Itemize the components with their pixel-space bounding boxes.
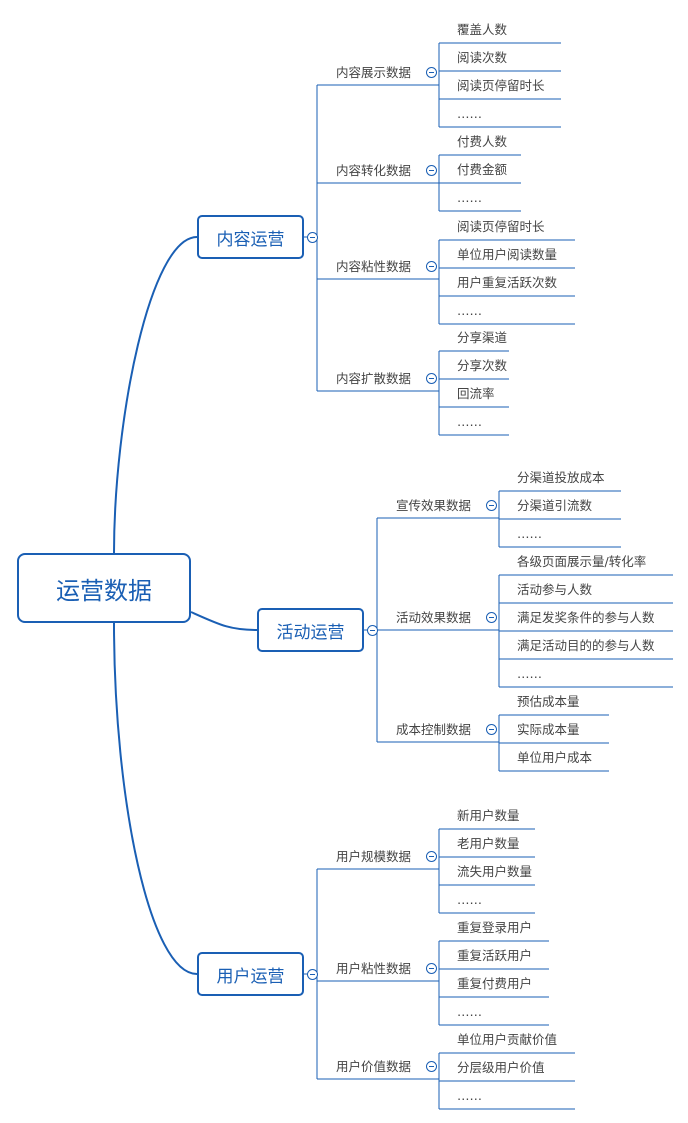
group-collapse-icon[interactable] — [486, 500, 497, 511]
group-collapse-icon[interactable] — [426, 373, 437, 384]
leaf-item[interactable]: 阅读次数 — [457, 50, 508, 65]
leaf-item[interactable]: …… — [457, 1004, 482, 1019]
leaf-item[interactable]: 用户重复活跃次数 — [457, 275, 558, 290]
connector-line — [190, 611, 258, 631]
leaf-item[interactable]: 分渠道投放成本 — [517, 470, 605, 485]
leaf-item[interactable]: 付费人数 — [457, 134, 508, 149]
branch-node[interactable]: 内容运营 — [197, 215, 304, 259]
connector-line — [113, 622, 198, 975]
group-label[interactable]: 用户价值数据 — [336, 1059, 412, 1074]
branch-collapse-icon[interactable] — [367, 625, 378, 636]
group-label[interactable]: 活动效果数据 — [396, 610, 472, 625]
group-label[interactable]: 内容转化数据 — [336, 163, 412, 178]
leaf-item[interactable]: 预估成本量 — [517, 694, 580, 709]
group-label[interactable]: 内容粘性数据 — [336, 259, 412, 274]
leaf-item[interactable]: …… — [517, 666, 542, 681]
leaf-item[interactable]: 单位用户成本 — [517, 750, 593, 765]
group-label[interactable]: 用户规模数据 — [336, 849, 412, 864]
leaf-item[interactable]: 付费金额 — [457, 162, 508, 177]
group-label[interactable]: 用户粘性数据 — [336, 961, 412, 976]
leaf-item[interactable]: …… — [457, 892, 482, 907]
connector-line — [113, 236, 198, 554]
leaf-item[interactable]: 老用户数量 — [457, 836, 520, 851]
leaf-item[interactable]: 各级页面展示量/转化率 — [517, 554, 647, 569]
leaf-item[interactable]: 阅读页停留时长 — [457, 219, 545, 234]
group-collapse-icon[interactable] — [426, 165, 437, 176]
leaf-item[interactable]: 单位用户贡献价值 — [457, 1032, 558, 1047]
leaf-item[interactable]: 实际成本量 — [517, 722, 580, 737]
leaf-item[interactable]: …… — [457, 303, 482, 318]
group-label[interactable]: 内容展示数据 — [336, 65, 412, 80]
group-collapse-icon[interactable] — [426, 851, 437, 862]
leaf-item[interactable]: 重复付费用户 — [457, 976, 533, 991]
branch-collapse-icon[interactable] — [307, 232, 318, 243]
group-collapse-icon[interactable] — [426, 1061, 437, 1072]
branch-collapse-icon[interactable] — [307, 969, 318, 980]
leaf-item[interactable]: 回流率 — [457, 386, 495, 401]
group-collapse-icon[interactable] — [486, 612, 497, 623]
root-node[interactable]: 运营数据 — [17, 553, 191, 623]
group-label[interactable]: 成本控制数据 — [396, 722, 472, 737]
leaf-item[interactable]: 满足发奖条件的参与人数 — [517, 610, 655, 625]
leaf-item[interactable]: 阅读页停留时长 — [457, 78, 545, 93]
group-label[interactable]: 内容扩散数据 — [336, 371, 412, 386]
leaf-item[interactable]: …… — [517, 526, 542, 541]
leaf-item[interactable]: 重复活跃用户 — [457, 948, 533, 963]
leaf-item[interactable]: 覆盖人数 — [457, 22, 508, 37]
leaf-item[interactable]: …… — [457, 1088, 482, 1103]
leaf-item[interactable]: 重复登录用户 — [457, 920, 533, 935]
group-collapse-icon[interactable] — [486, 724, 497, 735]
leaf-item[interactable]: 单位用户阅读数量 — [457, 247, 558, 262]
group-collapse-icon[interactable] — [426, 261, 437, 272]
leaf-item[interactable]: …… — [457, 190, 482, 205]
branch-node[interactable]: 用户运营 — [197, 952, 304, 996]
leaf-item[interactable]: …… — [457, 106, 482, 121]
group-collapse-icon[interactable] — [426, 67, 437, 78]
leaf-item[interactable]: 新用户数量 — [457, 808, 520, 823]
leaf-item[interactable]: 分享次数 — [457, 358, 508, 373]
group-label[interactable]: 宣传效果数据 — [396, 498, 472, 513]
leaf-item[interactable]: 分层级用户价值 — [457, 1060, 545, 1075]
leaf-item[interactable]: 满足活动目的的参与人数 — [517, 638, 655, 653]
leaf-item[interactable]: 分渠道引流数 — [517, 498, 593, 513]
group-collapse-icon[interactable] — [426, 963, 437, 974]
leaf-item[interactable]: …… — [457, 414, 482, 429]
leaf-item[interactable]: 活动参与人数 — [517, 582, 593, 597]
branch-node[interactable]: 活动运营 — [257, 608, 364, 652]
leaf-item[interactable]: 分享渠道 — [457, 330, 508, 345]
leaf-item[interactable]: 流失用户数量 — [457, 864, 533, 879]
